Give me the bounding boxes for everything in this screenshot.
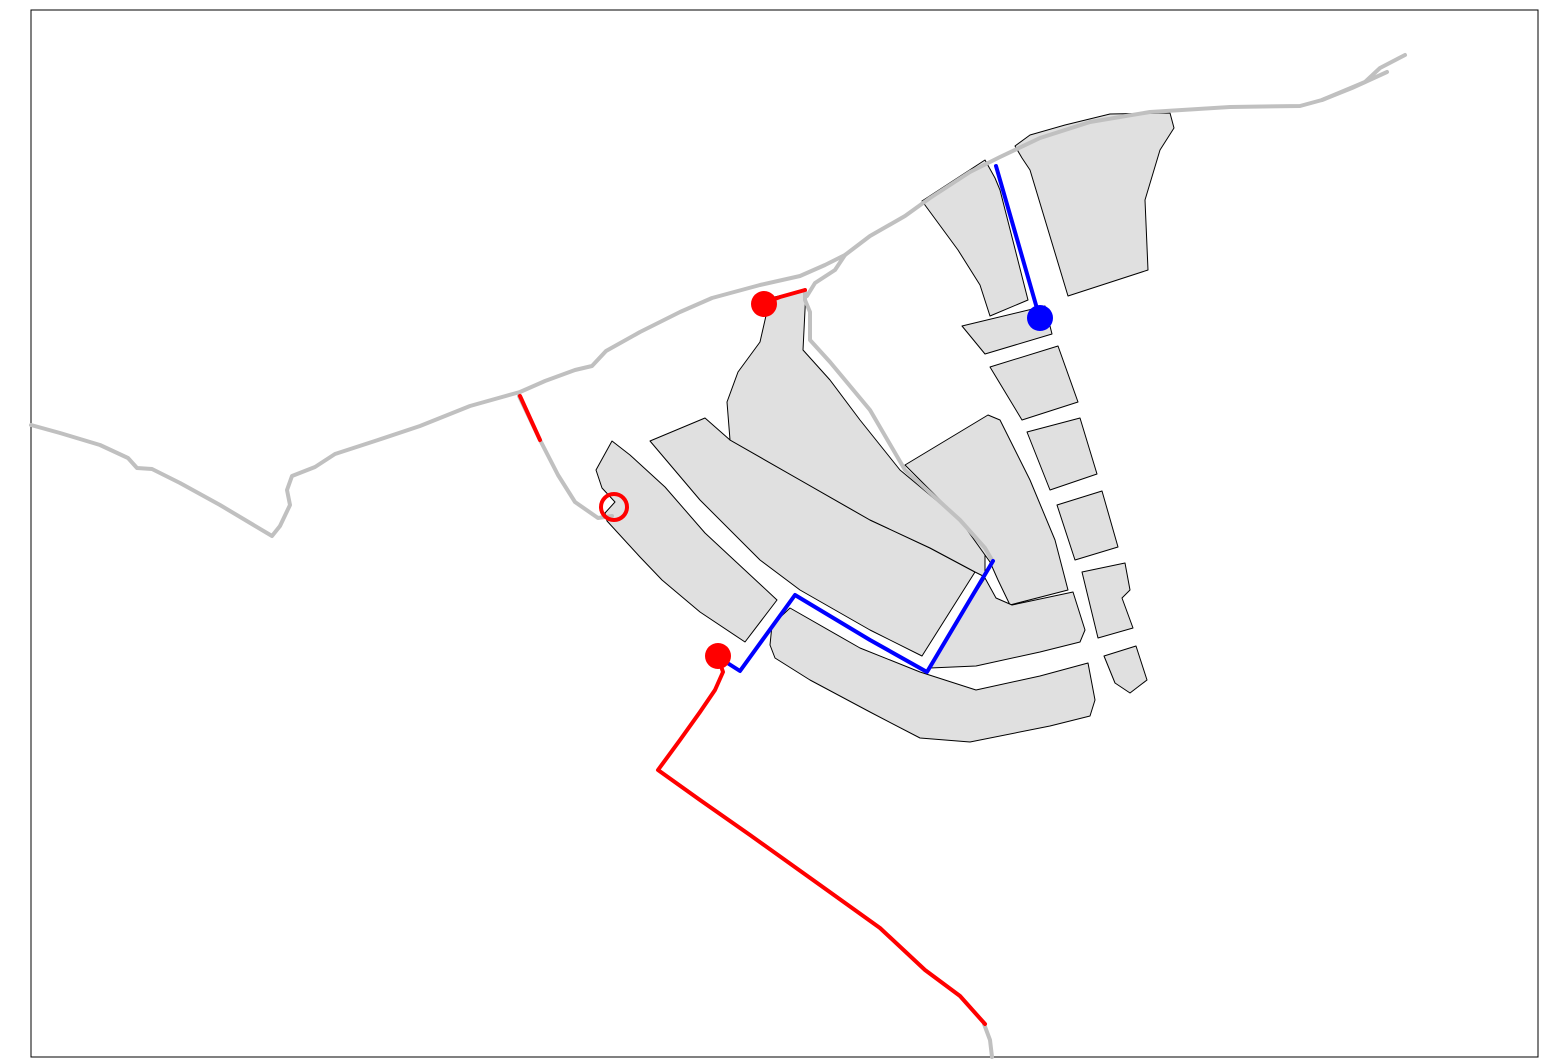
block-east-central — [904, 414, 1069, 606]
red-endpoint-north-marker[interactable] — [751, 291, 777, 317]
red-endpoint-south-marker[interactable] — [705, 643, 731, 669]
block-north-small — [921, 159, 1029, 317]
road-inner-loop — [805, 253, 847, 298]
block-strip-3 — [1026, 417, 1098, 491]
road-diagonal-inner — [803, 288, 994, 562]
block-strip-4 — [1056, 490, 1119, 561]
roads-layer — [29, 53, 1407, 1059]
route-blue-south[interactable] — [716, 559, 995, 674]
route-blue-north[interactable] — [994, 164, 1040, 314]
block-strip-5 — [1081, 562, 1134, 639]
markers-layer — [599, 291, 1053, 669]
block-north-central — [726, 289, 986, 578]
red-waypoint-marker[interactable] — [599, 492, 629, 522]
road-coastal-spur — [1320, 70, 1389, 102]
block-strip-2 — [989, 345, 1079, 421]
road-south-tail — [982, 1022, 994, 1059]
blue-endpoint-marker[interactable] — [1027, 305, 1053, 331]
route-red-west-stub[interactable] — [518, 394, 542, 442]
block-strip-6 — [1103, 645, 1148, 694]
routes-layer — [518, 164, 1040, 1026]
route-red-south[interactable] — [656, 655, 987, 1026]
block-south-curve — [769, 607, 1096, 743]
block-northeast-large — [1014, 112, 1175, 297]
road-coastal — [29, 53, 1407, 538]
blocks-layer — [595, 112, 1175, 743]
